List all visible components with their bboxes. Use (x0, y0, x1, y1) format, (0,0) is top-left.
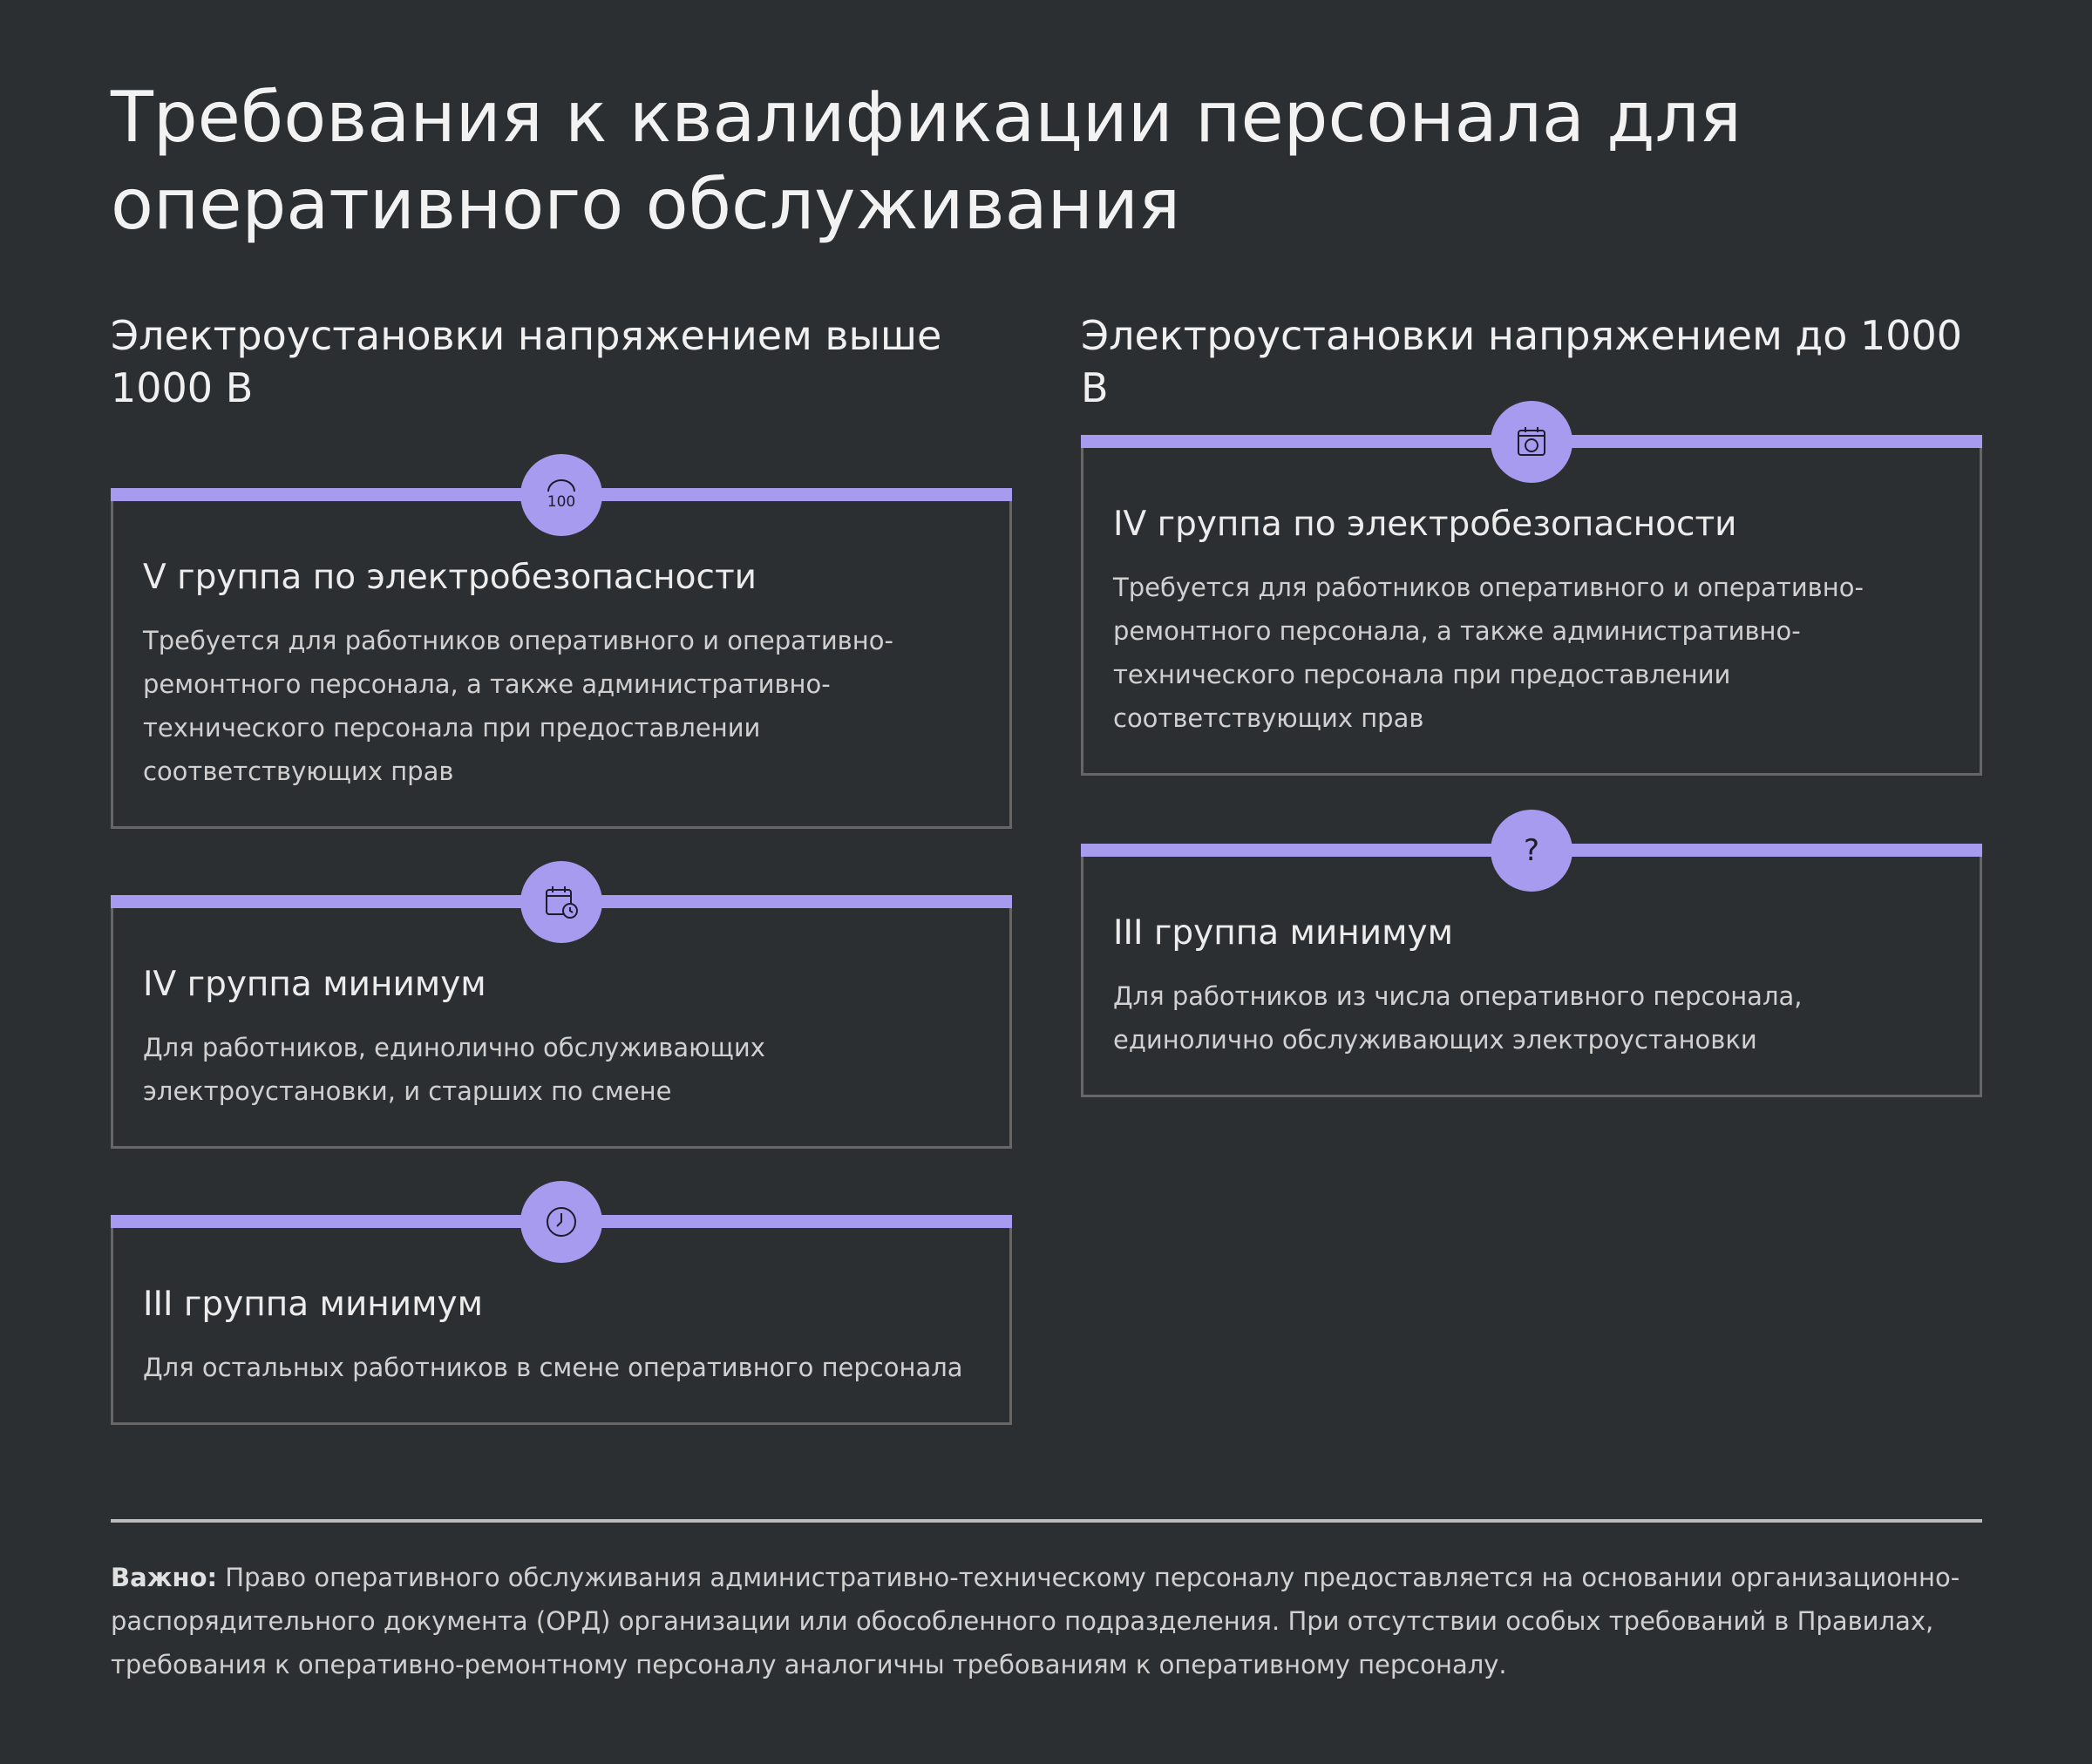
card-title: IV группа по электробезопасности (1113, 505, 1737, 544)
card-text: Требуется для работников оперативного и … (143, 626, 893, 786)
card-group-5: 100 V группа по электробезопасности Треб… (111, 454, 1012, 829)
card-group-3-min: ? III группа минимум Для работников из ч… (1081, 810, 1982, 1097)
important-note: Важно: Право оперативного обслуживания а… (111, 1556, 1994, 1686)
calendar-clock-icon (520, 861, 602, 943)
gauge-100-icon: 100 (520, 454, 602, 536)
card-title: IV группа минимум (143, 965, 486, 1004)
clock-icon (520, 1181, 602, 1263)
card-group-4-min: IV группа минимум Для работников, единол… (111, 861, 1012, 1149)
note-label: Важно: (111, 1563, 218, 1592)
page-title: Требования к квалификации персонала для … (111, 77, 1742, 245)
card-text: Для остальных работников в смене операти… (143, 1353, 963, 1382)
column-heading: Электроустановки напряжением до 1000 В (1081, 312, 1963, 411)
card-group-3-min: III группа минимум Для остальных работни… (111, 1181, 1012, 1425)
calendar-circle-icon (1491, 401, 1572, 483)
card-text: Требуется для работников оперативного и … (1113, 573, 1864, 733)
card-text: Для работников из числа оперативного пер… (1113, 981, 1803, 1055)
card-text: Для работников, единолично обслуживающих… (143, 1033, 765, 1106)
card-title: V группа по электробезопасности (143, 558, 757, 597)
note-text: Право оперативного обслуживания админист… (111, 1563, 1960, 1679)
column-heading: Электроустановки напряжением выше 1000 В (111, 312, 942, 411)
column-above-1000v: Электроустановки напряжением выше 1000 В… (111, 309, 1012, 1425)
card-group-4: IV группа по электробезопасности Требует… (1081, 401, 1982, 776)
divider (111, 1519, 1982, 1523)
card-title: III группа минимум (1113, 913, 1454, 953)
column-below-1000v: Электроустановки напряжением до 1000 В I… (1081, 309, 1982, 1097)
svg-text:100: 100 (547, 493, 575, 511)
card-title: III группа минимум (143, 1285, 484, 1324)
question-icon: ? (1491, 810, 1572, 892)
